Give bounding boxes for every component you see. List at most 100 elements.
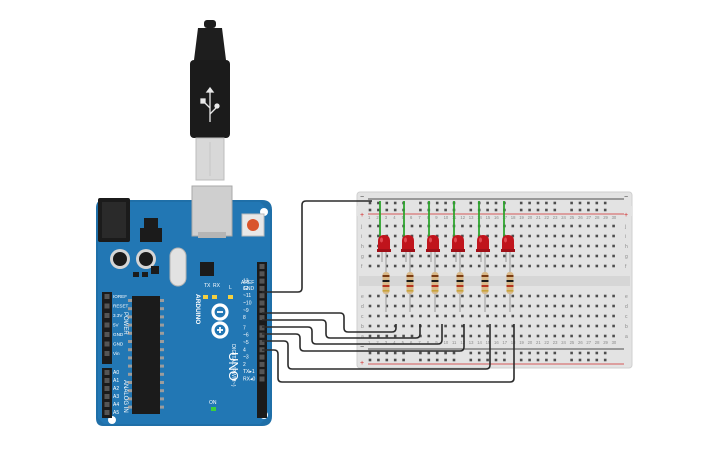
usb-port[interactable] [191,185,233,237]
breadboard-hole[interactable] [494,264,498,268]
breadboard-hole[interactable] [494,254,498,258]
breadboard-hole[interactable] [385,264,389,268]
breadboard-hole[interactable] [368,264,372,268]
digital-header-pin[interactable] [259,307,265,313]
red-led[interactable] [426,235,440,262]
breadboard-hole[interactable] [536,234,540,238]
breadboard-hole[interactable] [461,224,464,228]
breadboard-hole[interactable] [503,264,506,268]
breadboard-hole[interactable] [469,334,473,338]
breadboard-hole[interactable] [595,294,599,298]
power-header-pin[interactable] [104,341,110,347]
red-led[interactable] [451,235,465,262]
rail-hole[interactable] [536,351,540,355]
breadboard-hole[interactable] [368,324,372,328]
digital-header-pin[interactable] [259,332,265,338]
breadboard-hole[interactable] [410,264,414,268]
breadboard-hole[interactable] [393,254,397,258]
rail-hole[interactable] [486,358,489,362]
breadboard-hole[interactable] [553,304,557,308]
breadboard-hole[interactable] [469,294,473,298]
breadboard-hole[interactable] [528,224,531,228]
breadboard-hole[interactable] [494,334,498,338]
digital-header-pin[interactable] [259,285,265,291]
breadboard-hole[interactable] [410,294,414,298]
breadboard-hole[interactable] [486,264,489,268]
breadboard-hole[interactable] [511,324,515,328]
rail-hole[interactable] [444,358,447,362]
rail-hole[interactable] [419,208,422,212]
rail-hole[interactable] [603,201,607,205]
breadboard-hole[interactable] [561,264,565,268]
rail-hole[interactable] [385,208,389,212]
breadboard-hole[interactable] [452,264,456,268]
rail-hole[interactable] [494,208,498,212]
rail-hole[interactable] [578,201,582,205]
breadboard-hole[interactable] [578,244,582,248]
breadboard-hole[interactable] [435,264,439,268]
breadboard-hole[interactable] [503,324,506,328]
rail-hole[interactable] [553,201,557,205]
breadboard-hole[interactable] [452,304,456,308]
breadboard-hole[interactable] [545,294,548,298]
breadboard-hole[interactable] [452,314,456,318]
breadboard-hole[interactable] [402,294,405,298]
breadboard-hole[interactable] [486,224,489,228]
breadboard-hole[interactable] [461,304,464,308]
breadboard-hole[interactable] [561,244,565,248]
breadboard-hole[interactable] [511,234,515,238]
breadboard-hole[interactable] [368,294,372,298]
breadboard-hole[interactable] [469,224,473,228]
breadboard-hole[interactable] [528,324,531,328]
rail-hole[interactable] [402,358,405,362]
breadboard-hole[interactable] [377,334,380,338]
breadboard-hole[interactable] [553,324,557,328]
breadboard-hole[interactable] [561,304,565,308]
breadboard-hole[interactable] [461,324,464,328]
power-header-pin[interactable] [104,351,110,356]
breadboard-hole[interactable] [486,234,489,238]
breadboard-hole[interactable] [603,234,607,238]
digital-header-pin[interactable] [259,278,265,284]
breadboard-hole[interactable] [528,304,531,308]
breadboard-hole[interactable] [419,294,422,298]
breadboard-hole[interactable] [452,324,456,328]
rail-hole[interactable] [444,201,447,205]
rail-hole[interactable] [519,358,523,362]
rail-hole[interactable] [595,351,599,355]
rail-hole[interactable] [545,201,548,205]
breadboard-hole[interactable] [570,314,573,318]
rail-hole[interactable] [519,351,523,355]
red-led[interactable] [377,235,391,262]
jumper-wire[interactable] [262,324,443,345]
breadboard-hole[interactable] [410,304,414,308]
breadboard-hole[interactable] [452,334,456,338]
breadboard-hole[interactable] [427,324,431,328]
breadboard-hole[interactable] [578,324,582,328]
breadboard-hole[interactable] [410,254,414,258]
breadboard-hole[interactable] [587,254,590,258]
power-header-pin[interactable] [104,313,110,318]
breadboard-hole[interactable] [570,334,573,338]
breadboard-hole[interactable] [444,334,447,338]
breadboard-hole[interactable] [561,254,565,258]
jumper-wire[interactable] [262,312,397,333]
breadboard-hole[interactable] [528,294,531,298]
analog-header-pin[interactable] [104,370,110,375]
breadboard-hole[interactable] [368,334,372,338]
rail-hole[interactable] [368,358,372,362]
power-header[interactable] [102,292,112,364]
digital-header-pin[interactable] [259,361,265,367]
rail-hole[interactable] [452,351,456,355]
analog-header-pin[interactable] [104,410,110,415]
breadboard-hole[interactable] [410,324,414,328]
rail-hole[interactable] [385,358,389,362]
breadboard-hole[interactable] [612,324,615,328]
breadboard-hole[interactable] [603,334,607,338]
breadboard-hole[interactable] [486,254,489,258]
digital-header-pin[interactable] [259,354,265,360]
breadboard-hole[interactable] [368,304,372,308]
usb-cable[interactable] [190,20,230,181]
breadboard-hole[interactable] [469,234,473,238]
breadboard-hole[interactable] [587,264,590,268]
